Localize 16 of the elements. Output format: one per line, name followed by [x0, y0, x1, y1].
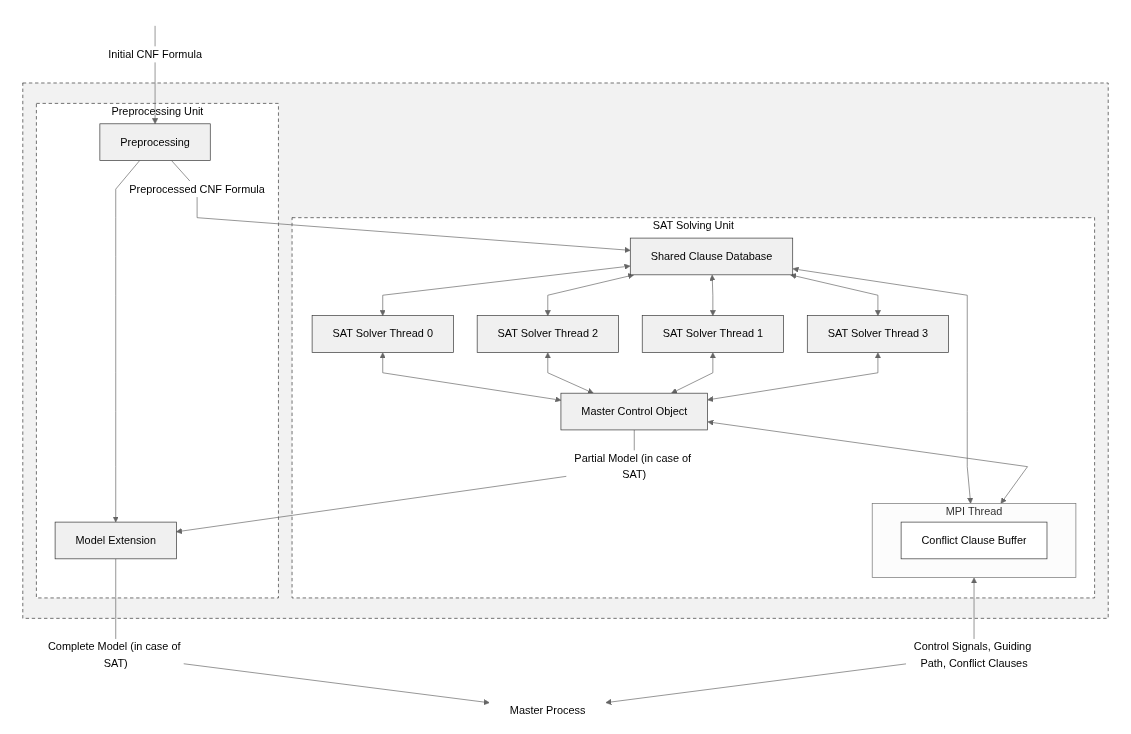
edge-label: Control Signals, Guiding Path, Conflict Clauses: [913, 640, 1032, 669]
node-box: SAT Solver Thread 2: [476, 315, 619, 353]
node-box: Preprocessing: [99, 123, 211, 161]
edge-label: Preprocessed CNF Formula: [129, 182, 265, 195]
node-box: SAT Solver Thread 1: [641, 315, 784, 353]
node-box: Shared Clause Database: [629, 237, 794, 276]
node-box: SAT Solver Thread 0: [311, 315, 454, 353]
node-text: Master Process: [509, 704, 586, 716]
node-box: Model Extension: [54, 521, 177, 560]
node-box: SAT Solver Thread 3: [806, 315, 949, 353]
edge-label: Complete Model (in case of SAT): [47, 640, 181, 669]
cluster: [22, 82, 1109, 619]
node-box: Master Control Object: [560, 392, 708, 431]
edge-label: Partial Model (in case of SAT): [574, 452, 692, 481]
edge-label: Initial CNF Formula: [108, 48, 202, 60]
node-box: Conflict Clause Buffer: [900, 521, 1048, 560]
